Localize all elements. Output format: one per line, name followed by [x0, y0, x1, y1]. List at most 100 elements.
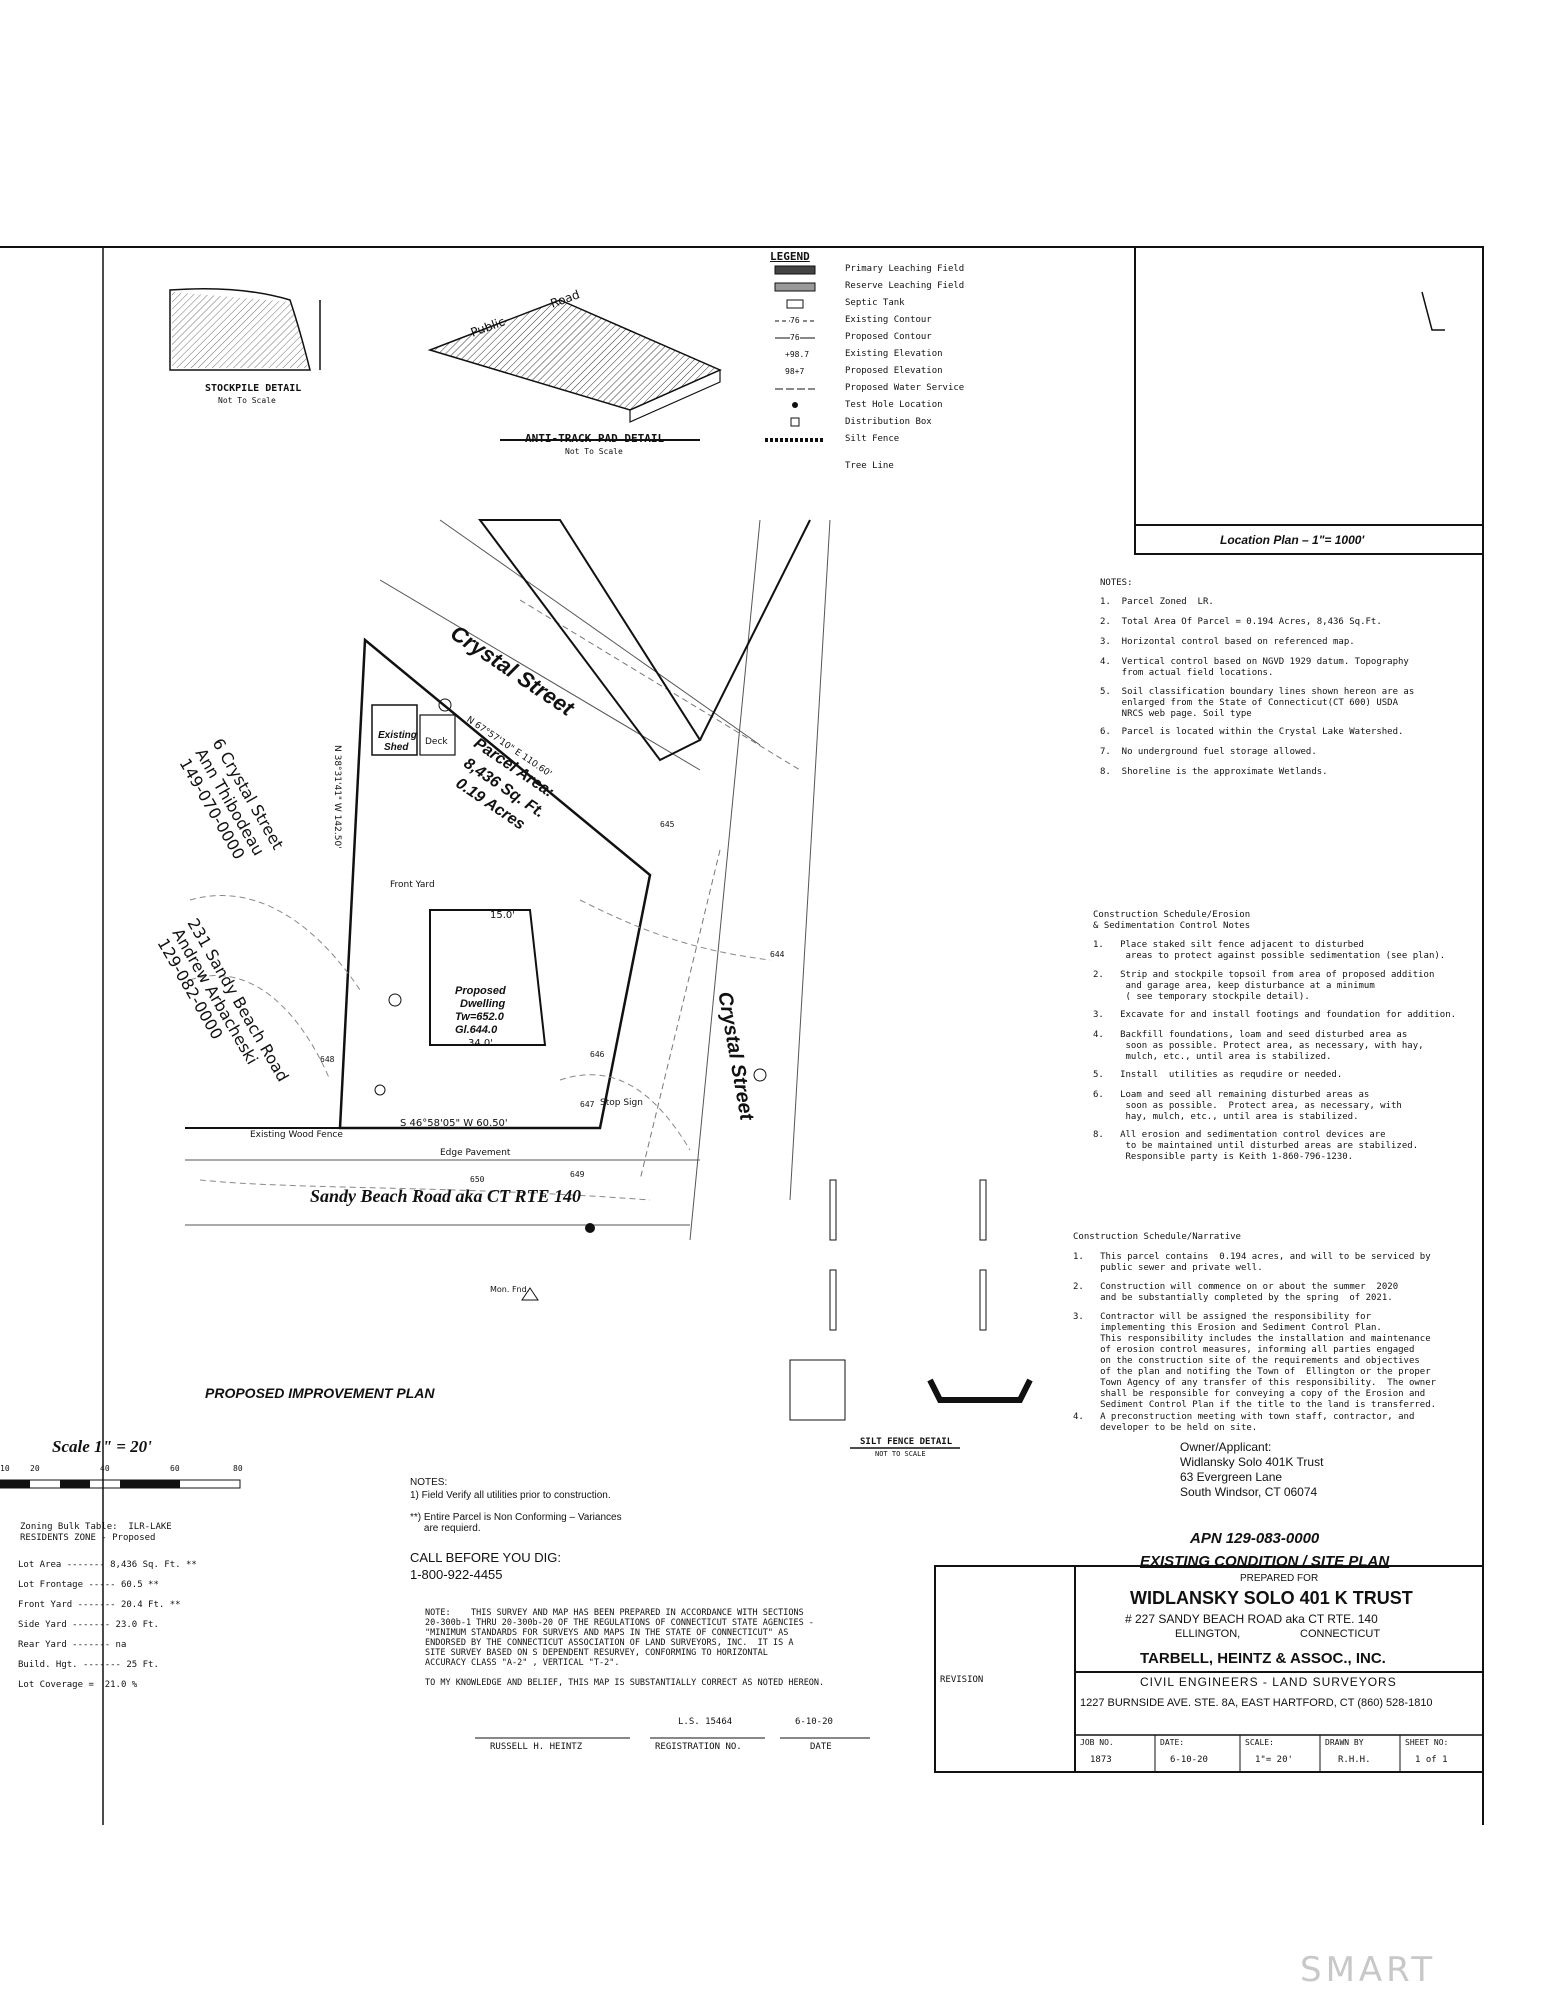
registration-label: REGISTRATION NO. [655, 1742, 742, 1752]
survey-note: NOTE: THIS SURVEY AND MAP HAS BEEN PREPA… [425, 1608, 814, 1668]
narrative-title: Construction Schedule/Narrative [1073, 1232, 1241, 1242]
client-name: WIDLANSKY SOLO 401 K TRUST [1130, 1588, 1413, 1608]
job-no-value: 1873 [1090, 1755, 1112, 1765]
erosion-note-3: 3. Excavate for and install footings and… [1093, 1010, 1457, 1020]
plan-note-2: **) Entire Parcel is Non Conforming – Va… [410, 1512, 622, 1534]
legend-contour-proposed: 76 [790, 333, 800, 342]
location-plan-box [1134, 246, 1484, 555]
wood-fence-label: Existing Wood Fence [250, 1130, 343, 1140]
legend-item: Proposed Contour [845, 332, 932, 342]
dwelling-label-1: Proposed [455, 985, 506, 997]
dim-34: 34.0' [468, 1038, 494, 1049]
scale-tick: 80 [233, 1464, 243, 1473]
dwelling-label-4: Gl.644.0 [455, 1024, 498, 1036]
plan-title: PROPOSED IMPROVEMENT PLAN [205, 1385, 435, 1401]
deck-label: Deck [425, 737, 448, 747]
surveyor-name: RUSSELL H. HEINTZ [490, 1742, 583, 1752]
dwelling-label-2: Dwelling [460, 998, 506, 1010]
erosion-note-4: 4. Backfill foundations, loam and seed d… [1093, 1030, 1424, 1062]
knowledge-note: TO MY KNOWLEDGE AND BELIEF, THIS MAP IS … [425, 1678, 825, 1688]
erosion-note-1: 1. Place staked silt fence adjacent to d… [1093, 940, 1446, 961]
bearing-left: N 38°31'41" W 142.50' [332, 745, 342, 849]
note-7: 7. No underground fuel storage allowed. [1100, 747, 1317, 757]
call-before-dig: CALL BEFORE YOU DIG: [410, 1550, 561, 1565]
legend-item: Existing Contour [845, 315, 932, 325]
antitrack-title: ANTI-TRACK PAD DETAIL [525, 432, 665, 445]
sheet-no-label: SHEET NO: [1405, 1738, 1449, 1747]
date-value-tb: 6-10-20 [1170, 1755, 1208, 1765]
firm-address: 1227 BURNSIDE AVE. STE. 8A, EAST HARTFOR… [1080, 1697, 1433, 1709]
date-label: DATE [810, 1742, 832, 1752]
stockpile-detail [169, 288, 321, 371]
apn-label: APN 129-083-0000 [1190, 1530, 1320, 1547]
legend-swatches [765, 265, 825, 442]
note-5: 5. Soil classification boundary lines sh… [1100, 687, 1415, 719]
silt-fence-title: SILT FENCE DETAIL [860, 1437, 953, 1447]
contour-label: 648 [320, 1055, 335, 1064]
north-arrow-icon [1421, 291, 1445, 331]
antitrack-subtitle: Not To Scale [565, 447, 623, 456]
erosion-title: Construction Schedule/Erosion & Sediment… [1093, 910, 1251, 931]
note-3: 3. Horizontal control based on reference… [1100, 637, 1355, 647]
signature-date: 6-10-20 [795, 1717, 833, 1727]
legend-item: Tree Line [845, 461, 894, 471]
firm-subtitle: CIVIL ENGINEERS - LAND SURVEYORS [1140, 1675, 1397, 1689]
mon-fnd-label: Mon. Fnd. [490, 1285, 530, 1294]
scale-label: Scale 1" = 20' [52, 1437, 152, 1456]
zoning-row: Rear Yard ------- na [18, 1640, 127, 1650]
legend-elev-existing: +98.7 [785, 350, 810, 359]
note-2: 2. Total Area Of Parcel = 0.194 Acres, 8… [1100, 617, 1382, 627]
legend-elev-proposed: 98+7 [785, 367, 805, 376]
stockpile-subtitle: Not To Scale [218, 396, 276, 405]
plan-notes-title: NOTES: [410, 1477, 448, 1488]
owner-name: Widlansky Solo 401K Trust [1180, 1455, 1324, 1469]
scale-tick: 10 [0, 1464, 10, 1473]
shed-label-2: Shed [384, 742, 409, 753]
job-no-label: JOB NO. [1080, 1738, 1114, 1747]
drawn-by-value: R.H.H. [1338, 1755, 1371, 1765]
note-4: 4. Vertical control based on NGVD 1929 d… [1100, 657, 1409, 678]
legend-item: Septic Tank [845, 298, 905, 308]
narrative-note-1: 1. This parcel contains 0.194 acres, and… [1073, 1252, 1431, 1273]
sandy-beach-road-label: Sandy Beach Road aka CT RTE 140 [310, 1186, 582, 1206]
legend-item: Reserve Leaching Field [845, 281, 965, 291]
erosion-note-2: 2. Strip and stockpile topsoil from area… [1093, 970, 1435, 1002]
project-state: CONNECTICUT [1300, 1628, 1381, 1640]
smart-watermark: SMART [1300, 1950, 1437, 1990]
revision-label: REVISION [940, 1675, 984, 1685]
narrative-note-4: 4. A preconstruction meeting with town s… [1073, 1412, 1415, 1433]
stockpile-title: STOCKPILE DETAIL [205, 383, 302, 394]
legend-item: Proposed Water Service [845, 383, 965, 393]
prepared-for: PREPARED FOR [1240, 1573, 1319, 1584]
legend-item: Proposed Elevation [845, 366, 943, 376]
silt-fence-detail [789, 1179, 1033, 1449]
drawn-by-label: DRAWN BY [1325, 1738, 1364, 1747]
scale-value-tb: 1"= 20' [1255, 1755, 1293, 1765]
contour-label: 650 [470, 1175, 485, 1184]
legend-item: Existing Elevation [845, 349, 943, 359]
erosion-note-5: 5. Install utilities as requdire or need… [1093, 1070, 1343, 1080]
owner-label: Owner/Applicant: [1180, 1440, 1272, 1454]
sheet-no-value: 1 of 1 [1415, 1755, 1448, 1765]
parcel-boundary [338, 637, 652, 1130]
scale-label-tb: SCALE: [1245, 1738, 1274, 1747]
narrative-note-3: 3. Contractor will be assigned the respo… [1073, 1312, 1437, 1410]
legend-item: Primary Leaching Field [845, 264, 965, 274]
existing-shed [371, 704, 418, 756]
zoning-row: Front Yard ------- 20.4 Ft. ** [18, 1600, 181, 1610]
dim-15: 15.0' [490, 910, 516, 921]
contour-label: 649 [570, 1170, 585, 1179]
note-6: 6. Parcel is located within the Crystal … [1100, 727, 1404, 737]
owner-address1: 63 Evergreen Lane [1180, 1470, 1283, 1484]
notes-title: NOTES: [1100, 578, 1133, 588]
contour-label: 645 [660, 820, 675, 829]
scale-tick: 60 [170, 1464, 180, 1473]
scale-bar [0, 1479, 241, 1489]
silt-fence-subtitle: NOT TO SCALE [875, 1450, 926, 1458]
note-1: 1. Parcel Zoned LR. [1100, 597, 1214, 607]
firm-name: TARBELL, HEINTZ & ASSOC., INC. [1140, 1650, 1386, 1667]
scale-tick: 40 [100, 1464, 110, 1473]
front-yard-label: Front Yard [390, 880, 435, 890]
erosion-note-8: 8. All erosion and sedimentation control… [1093, 1130, 1419, 1162]
contour-label: 644 [770, 950, 785, 959]
